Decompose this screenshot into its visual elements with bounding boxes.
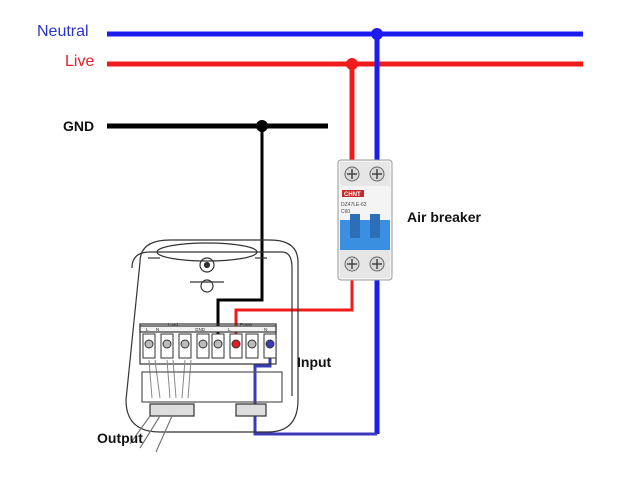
breaker-brand: CHNT [344, 192, 361, 198]
breaker-rating: C60 [341, 209, 350, 215]
terminal-label-load-l: L [146, 327, 149, 332]
switch-device: L N Load GND L Power N [125, 239, 299, 453]
terminal-label-load-n: N [156, 327, 159, 332]
terminal-label-gnd: GND [195, 327, 206, 332]
output-wires [148, 359, 192, 399]
neutral-label: Neutral [37, 23, 89, 40]
gnd-label: GND [63, 118, 95, 134]
terminal-label-load: Load [168, 322, 179, 327]
live-junction [346, 58, 358, 70]
terminal-label-power: Power [240, 322, 253, 327]
ground-wire [216, 126, 264, 342]
ground-junction [256, 120, 268, 132]
output-label: Output [97, 430, 143, 446]
neutral-junction [371, 28, 383, 40]
air-breaker-label: Air breaker [407, 209, 481, 225]
terminal-label-power-l: L [228, 327, 231, 332]
breaker-model: DZ47LE-63 [341, 202, 367, 208]
terminal-label-power-n: N [264, 327, 267, 332]
live-label: Live [65, 53, 95, 70]
input-label: Input [297, 354, 332, 370]
air-breaker: CHNT DZ47LE-63 C60 [337, 159, 393, 281]
neutral-output-wire-b [253, 345, 377, 436]
terminal-screws [142, 333, 277, 359]
